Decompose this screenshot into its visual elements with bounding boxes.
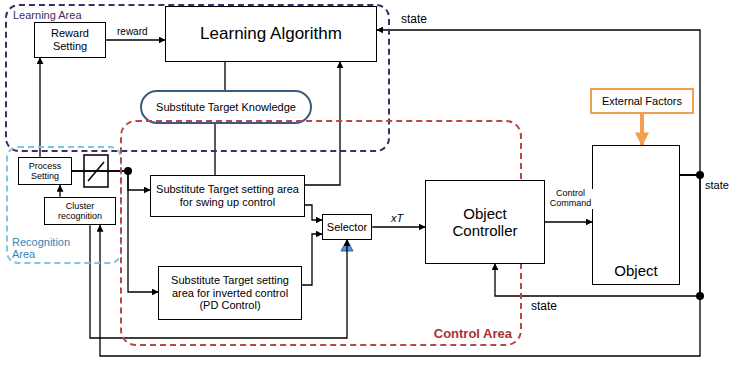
node-label: Substitute Target setting area for inver… <box>163 274 297 312</box>
junction-dot <box>696 292 704 300</box>
node-label: Selector <box>327 221 367 234</box>
node-label: Object <box>614 262 657 279</box>
edge-label: reward <box>116 26 149 37</box>
knowledge-pill: Substitute Target Knowledge <box>140 90 312 124</box>
node-label: Learning Algorithm <box>200 24 342 44</box>
node-label: External Factors <box>602 95 682 108</box>
connector <box>305 205 322 220</box>
process-box: Process Setting <box>18 157 72 186</box>
connector <box>372 226 425 227</box>
edge-label: state <box>400 13 428 26</box>
junction-dot <box>124 167 132 175</box>
node-label: Object Controller <box>430 205 540 240</box>
process-box: Substitute Target setting area for inver… <box>158 266 302 320</box>
node-label: Process Setting <box>23 161 67 182</box>
area-region: Substitute Target setting area for swing… <box>120 120 522 346</box>
object-box: Object <box>592 145 680 285</box>
junction-dot <box>696 171 704 179</box>
connector <box>106 39 165 40</box>
connector <box>39 58 40 157</box>
factor-box: External Factors <box>590 88 694 114</box>
process-box: Cluster recognition <box>44 197 116 226</box>
process-box: Reward Setting <box>34 22 106 58</box>
connector <box>214 124 215 175</box>
process-box: Substitute Target setting area for swing… <box>150 175 305 217</box>
selector-box: Selector <box>322 214 372 240</box>
connector <box>224 62 225 90</box>
connector <box>90 225 347 338</box>
process-box: Object Controller <box>425 180 545 264</box>
edge-label: xT <box>390 212 404 224</box>
node-label: Substitute Target Knowledge <box>156 101 296 114</box>
area-title: Recognition Area <box>12 236 82 260</box>
node-label: Substitute Target setting area for swing… <box>155 183 300 208</box>
edge-label: Control Command <box>548 189 593 209</box>
edge-label: state <box>530 300 558 313</box>
connector <box>305 62 340 185</box>
process-box: Learning Algorithm <box>165 6 377 62</box>
area-region: Process SettingCluster recognitionRecogn… <box>6 146 122 264</box>
signal-label: state <box>704 179 730 191</box>
connector <box>59 185 60 196</box>
area-title: Learning Area <box>13 9 82 21</box>
connector <box>302 234 322 285</box>
node-label: Cluster recognition <box>49 201 111 222</box>
connector <box>72 171 150 190</box>
connector <box>545 221 592 222</box>
connector <box>72 171 158 292</box>
connector <box>640 114 644 145</box>
area-region: Reward Setting Learning Algorithm Learning… <box>5 4 390 152</box>
node-label: Reward Setting <box>39 27 101 52</box>
area-title: Control Area <box>434 327 512 341</box>
